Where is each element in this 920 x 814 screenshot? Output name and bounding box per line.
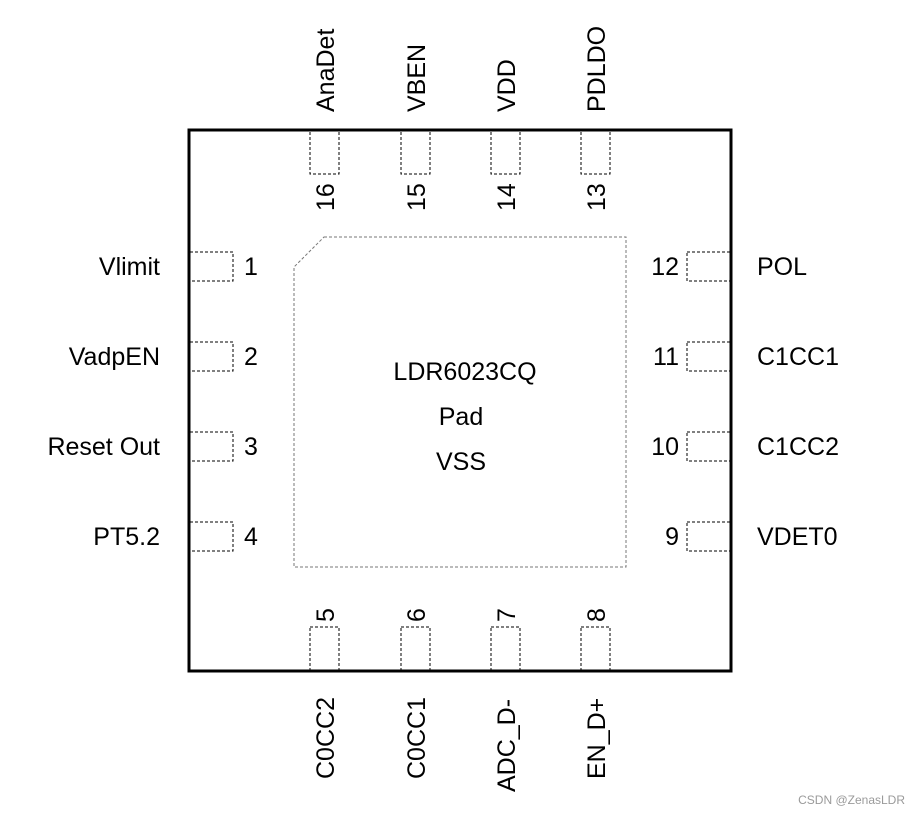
pin-7-number: 7 <box>493 608 521 622</box>
pin-3-pad <box>189 431 234 462</box>
pin-2-pad <box>189 341 234 372</box>
pin-12-name: POL <box>757 253 807 281</box>
pin-1-number: 1 <box>244 253 258 281</box>
pin-14-pad <box>490 130 521 175</box>
part-number: LDR6023CQ <box>393 358 536 386</box>
pad-net: VSS <box>436 448 486 476</box>
pin-2-name: VadpEN <box>69 343 160 371</box>
exposed-pad <box>293 236 627 568</box>
pin-6-pad <box>400 626 431 671</box>
pin-7-name: ADC_D- <box>493 699 521 792</box>
pin-9-number: 9 <box>665 523 679 551</box>
pin-10-pad <box>686 431 731 462</box>
pin-5-number: 5 <box>312 608 340 622</box>
pin-13-name: PDLDO <box>583 26 611 112</box>
pin-16-pad <box>309 130 340 175</box>
pin-11-name: C1CC1 <box>757 343 839 371</box>
pin-1-pad <box>189 251 234 282</box>
pin-14-name: VDD <box>493 59 521 112</box>
pin-7-pad <box>490 626 521 671</box>
pin-1-name: Vlimit <box>99 253 160 281</box>
pin-2-number: 2 <box>244 343 258 371</box>
pin-16-number: 16 <box>312 183 340 211</box>
pin-6-name: C0CC1 <box>403 697 431 779</box>
pin-5-pad <box>309 626 340 671</box>
pin-4-number: 4 <box>244 523 258 551</box>
pin-9-pad <box>686 521 731 552</box>
pin-5-name: C0CC2 <box>312 697 340 779</box>
pin-12-pad <box>686 251 731 282</box>
pin-4-pad <box>189 521 234 552</box>
pin-13-number: 13 <box>583 183 611 211</box>
pin-3-name: Reset Out <box>47 433 160 461</box>
pin-14-number: 14 <box>493 183 521 211</box>
pin-10-name: C1CC2 <box>757 433 839 461</box>
pin-12-number: 12 <box>651 253 679 281</box>
pin-8-pad <box>580 626 611 671</box>
pad-label: Pad <box>439 403 483 431</box>
pin-11-number: 11 <box>653 343 679 371</box>
pin-10-number: 10 <box>651 433 679 461</box>
pin-6-number: 6 <box>403 608 431 622</box>
pin-15-name: VBEN <box>403 44 431 112</box>
pin-9-name: VDET0 <box>757 523 838 551</box>
pin-8-name: EN_D+ <box>583 698 611 779</box>
watermark: CSDN @ZenasLDR <box>798 793 905 807</box>
pin-8-number: 8 <box>583 608 611 622</box>
pin-3-number: 3 <box>244 433 258 461</box>
pin-4-name: PT5.2 <box>93 523 160 551</box>
pin-16-name: AnaDet <box>312 29 340 112</box>
pin-13-pad <box>580 130 611 175</box>
pin-11-pad <box>686 341 731 372</box>
pin-15-pad <box>400 130 431 175</box>
package-outline <box>187 128 733 673</box>
pin-15-number: 15 <box>403 183 431 211</box>
